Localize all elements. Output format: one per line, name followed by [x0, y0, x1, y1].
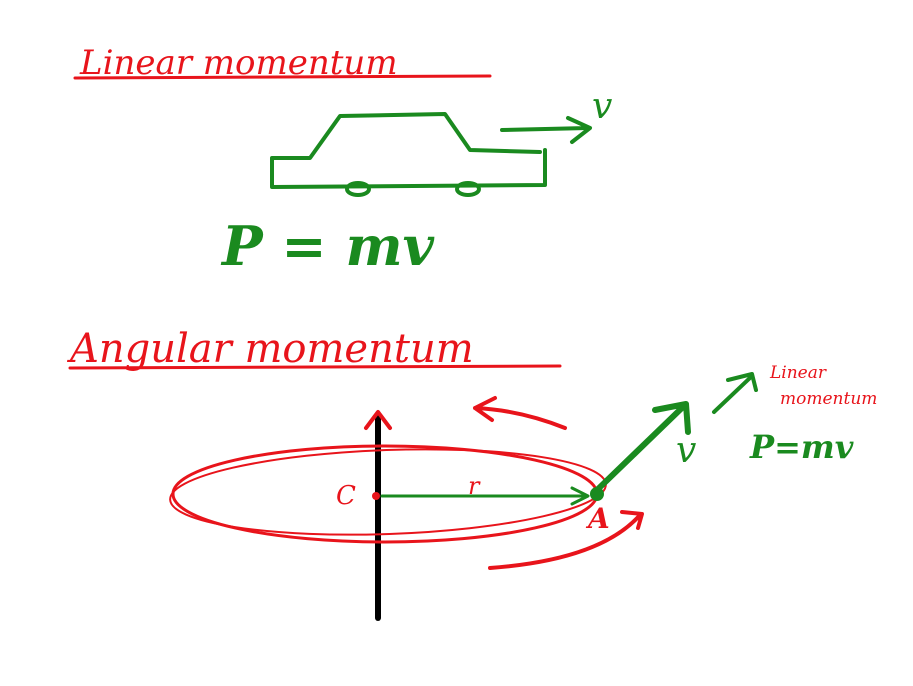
heading-underline [73, 74, 492, 80]
momentum-arrow [712, 372, 758, 414]
velocity-label: v [592, 86, 612, 127]
tangential-velocity-arrow [594, 401, 691, 493]
heading-angular-momentum: Angular momentum [66, 326, 474, 372]
annotation-text: Linear momentum [769, 363, 877, 409]
tangential-velocity-label: v [676, 430, 696, 471]
car-icon [270, 112, 547, 197]
linear-formula: P = mv [220, 214, 435, 278]
angular-formula: P=mv [749, 428, 854, 466]
radius-label: r [468, 472, 481, 500]
rotation-direction-arrow [473, 396, 567, 430]
velocity-arrow [500, 116, 592, 144]
point-a-label: A [585, 502, 610, 535]
radius-vector [380, 486, 590, 506]
heading-underline [68, 364, 562, 370]
center-point [372, 492, 380, 500]
center-label: C [336, 481, 356, 511]
rotation-arrow-bottom [488, 510, 644, 570]
axis-arrowhead [364, 410, 392, 430]
